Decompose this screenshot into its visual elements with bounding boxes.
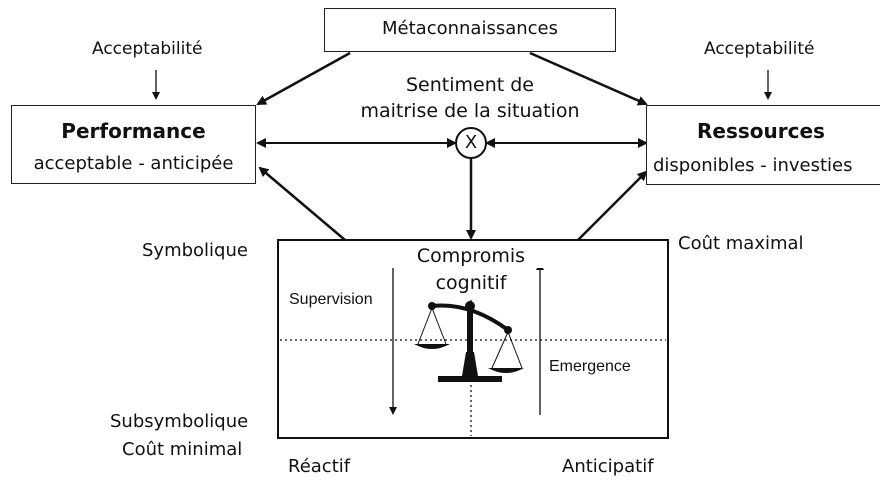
sentiment-line2: maitrise de la situation <box>360 100 580 122</box>
performance-subtitle: acceptable - anticipée <box>33 153 234 174</box>
compromis-line1: Compromis <box>380 245 562 268</box>
operator-x-label: X <box>464 132 478 153</box>
anticipatif-label: Anticipatif <box>562 456 654 477</box>
ressources-title: Ressources <box>697 119 825 143</box>
arrow-compromis-to-performance <box>258 166 346 241</box>
performance-box: Performance acceptable - anticipée <box>11 105 256 184</box>
symbolique-label: Symbolique <box>142 240 248 261</box>
arrow-meta-to-ressources <box>529 51 648 106</box>
arrow-compromis-to-ressources <box>577 170 648 241</box>
compromis-line2: cognitif <box>435 272 507 294</box>
reactif-label: Réactif <box>288 456 351 477</box>
ressources-box: Ressources disponibles - investies <box>646 105 880 185</box>
supervision-label: Supervision <box>289 291 373 308</box>
acceptabilite-right-label: Acceptabilité <box>704 39 815 59</box>
arrow-meta-to-performance <box>256 51 351 106</box>
subsymbolique-label: Subsymbolique <box>110 411 249 432</box>
ressources-subtitle: disponibles - investies <box>653 155 853 176</box>
acceptabilite-left-label: Acceptabilité <box>92 39 203 59</box>
emergence-label: Emergence <box>549 358 631 375</box>
cout-maximal-label: Coût maximal <box>678 233 804 254</box>
metaconnaissances-label: Métaconnaissances <box>382 18 558 39</box>
sentiment-line1: Sentiment de <box>406 74 534 96</box>
balance-scale-icon <box>414 301 524 382</box>
cout-minimal-label: Coût minimal <box>122 439 243 460</box>
performance-title: Performance <box>61 119 206 143</box>
metaconnaissances-box: Métaconnaissances <box>324 8 616 52</box>
